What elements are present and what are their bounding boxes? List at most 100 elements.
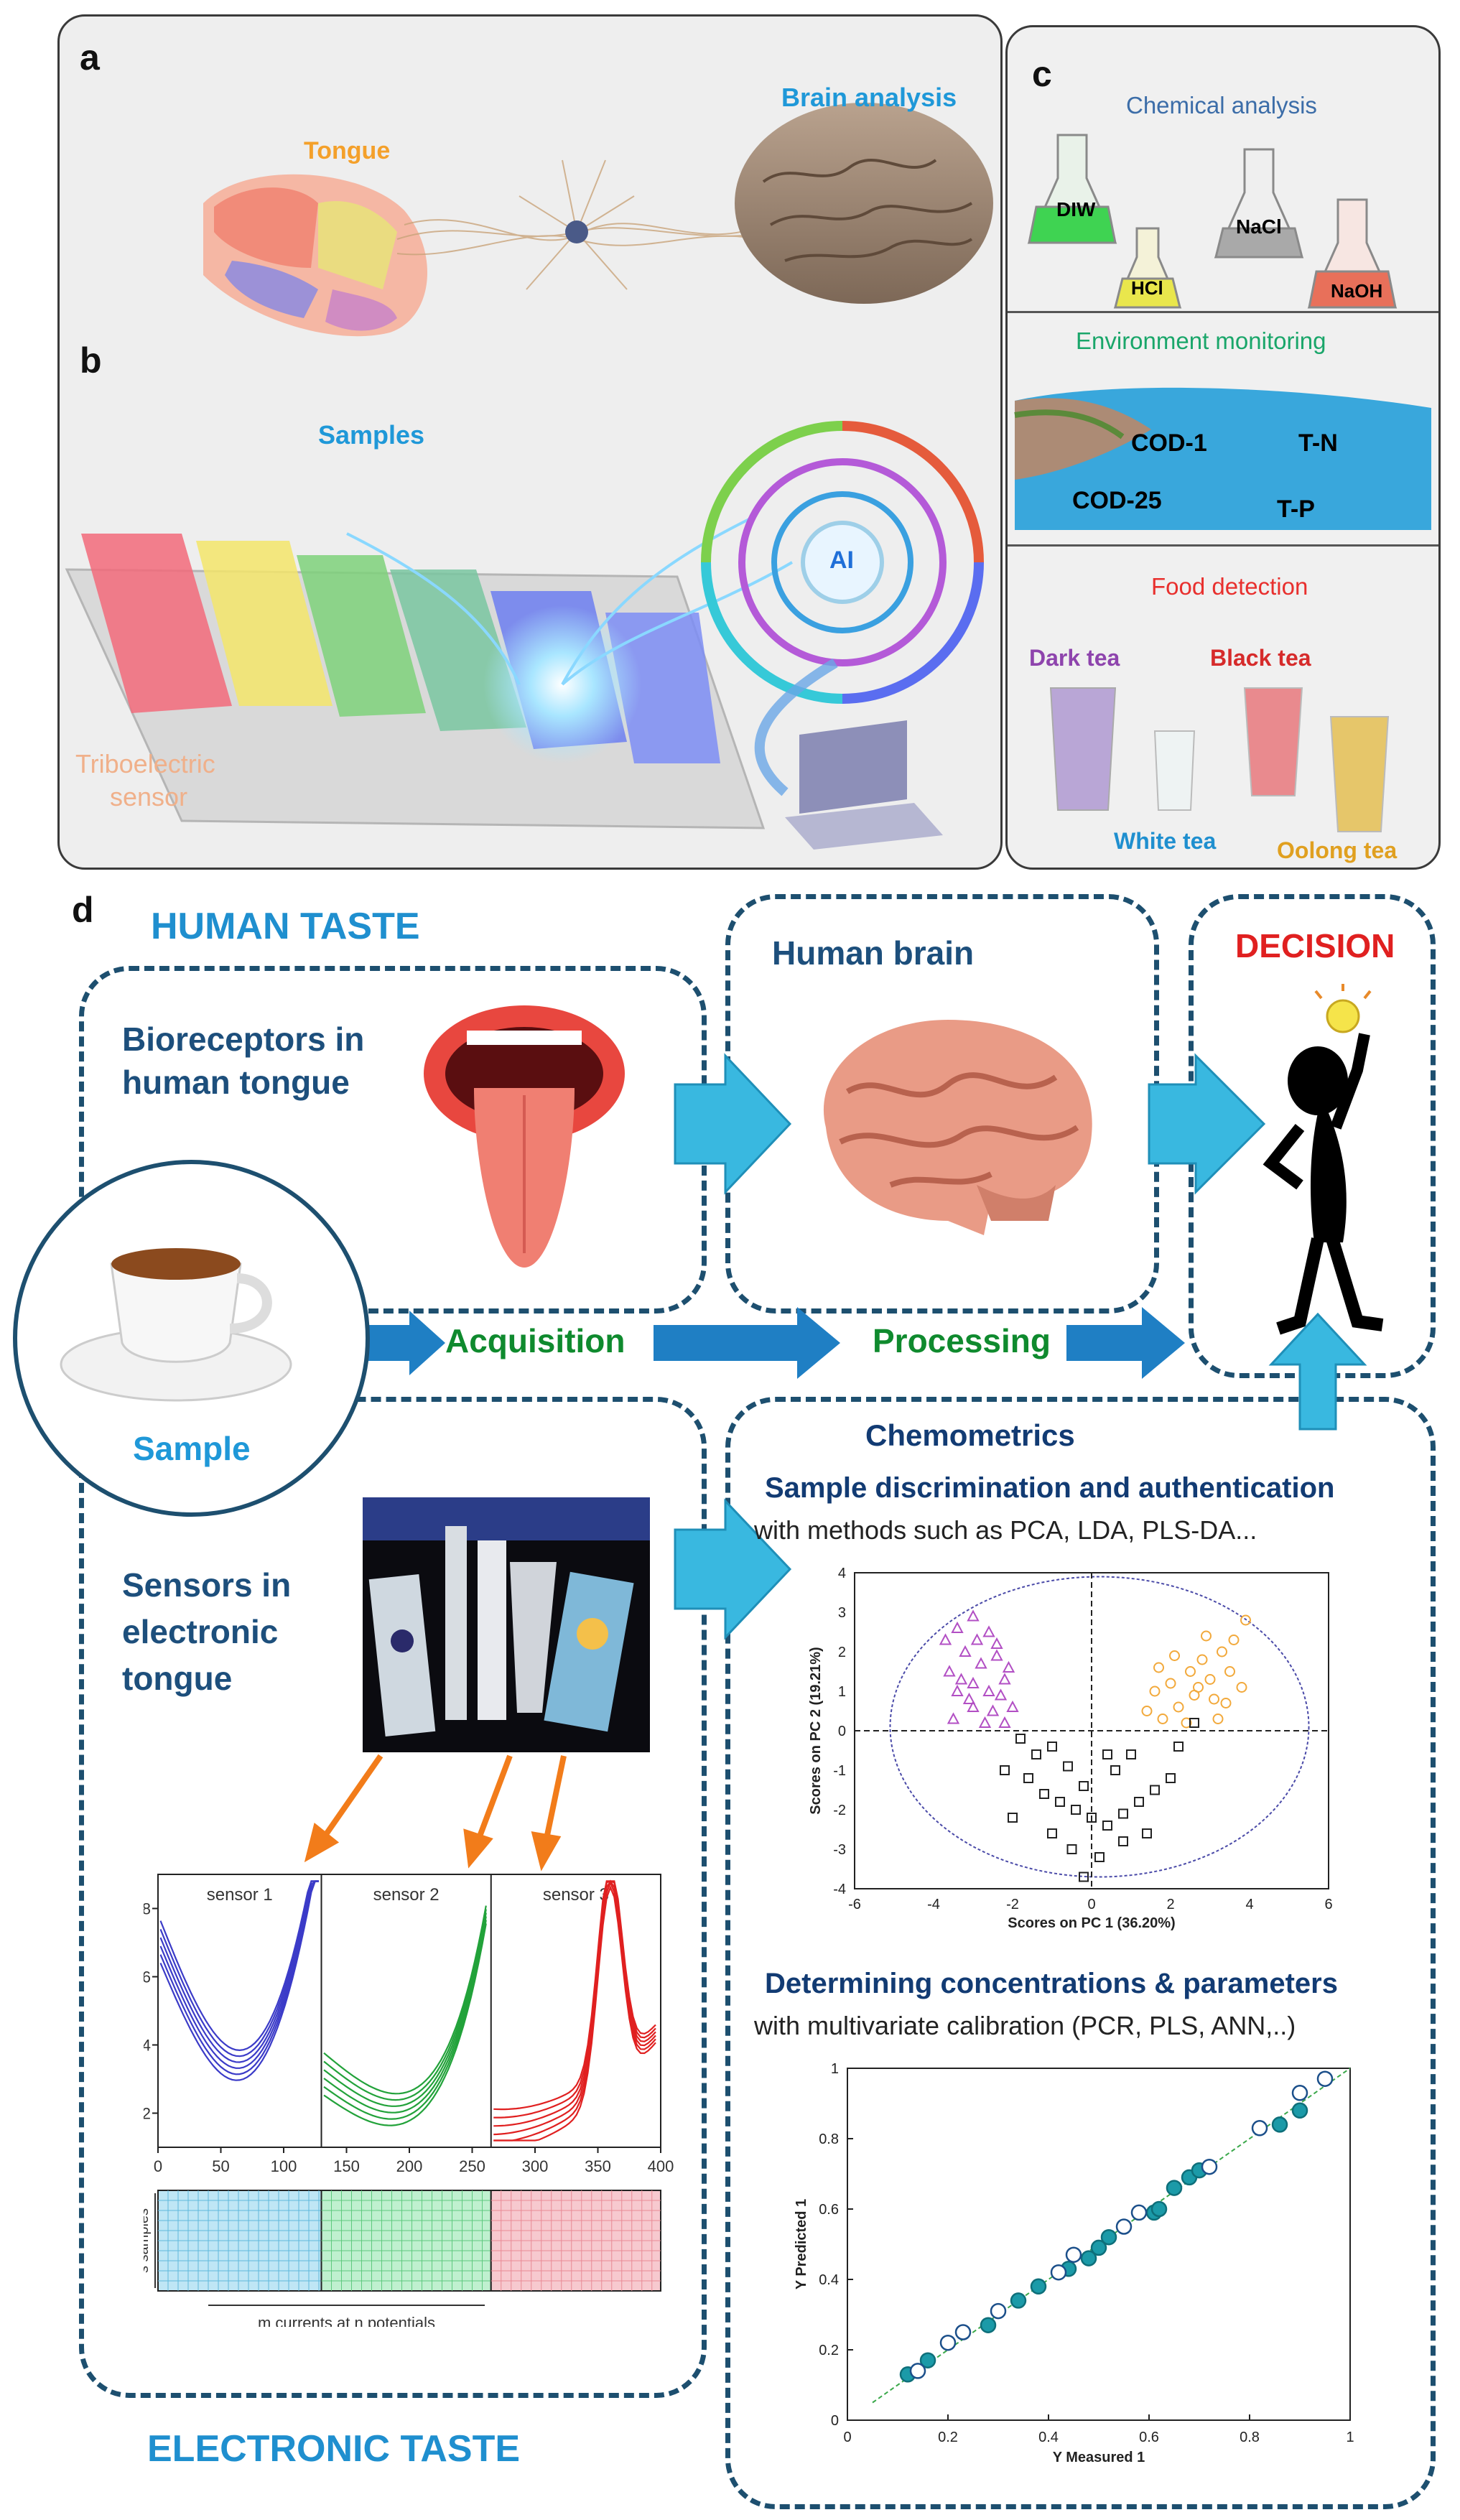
filled-calib-point (1010, 2292, 1027, 2309)
filled-calib-point (1030, 2278, 1047, 2295)
panel-b-letter: b (80, 340, 102, 381)
sensor-curve (323, 1923, 487, 2126)
calib-y-tick-label: 0.8 (819, 2131, 839, 2147)
triboelectric-sensor-illustration (65, 518, 794, 829)
filled-calib-point (1150, 2200, 1168, 2218)
concentration-subtitle: with multivariate calibration (PCR, PLS,… (754, 2011, 1296, 2040)
x-tick-label: 100 (271, 2157, 297, 2175)
lake-illustration (1014, 387, 1431, 530)
triangle-point (967, 1609, 980, 1622)
laptop-icon (785, 720, 943, 850)
panel-c: c Chemical analysis DIW HCl NaCl NaOH En… (1005, 25, 1441, 870)
sensor-curve (159, 1880, 319, 2063)
tea-glasses-illustration (1049, 687, 1390, 832)
calib-x-axis-label: Y Measured 1 (1053, 2450, 1145, 2465)
filled-calib-point (919, 2352, 936, 2368)
triangle-point (1006, 1700, 1019, 1712)
x-tick-label: 350 (585, 2157, 611, 2175)
sensor-curve (159, 1880, 319, 2058)
sensor-curve (159, 1880, 319, 2052)
matrix-x-label: m currents at n potentials (258, 2314, 435, 2327)
triangle-point (994, 1688, 1008, 1701)
triangle-point (978, 1716, 992, 1728)
square-point (1079, 1872, 1089, 1882)
circle-point (1236, 1682, 1247, 1693)
food-detection-title: Food detection (1151, 573, 1308, 600)
brain-analysis-label: Brain analysis (781, 83, 957, 112)
panel-a-letter: a (80, 37, 100, 78)
human-brain-illustration (823, 1020, 1092, 1235)
brain-illustration (735, 103, 993, 304)
flask-nacl-label: NaCl (1236, 215, 1282, 238)
sensors-label-line3: tongue (122, 1660, 233, 1697)
decision-label: DECISION (1235, 927, 1395, 964)
acquisition-label: Acquisition (445, 1322, 626, 1359)
environment-monitoring-title: Environment monitoring (1076, 327, 1326, 354)
pca-y-tick-label: 0 (838, 1724, 846, 1739)
square-point (1142, 1828, 1152, 1838)
pca-x-tick-label: -6 (848, 1897, 861, 1912)
triangle-point (959, 1645, 972, 1657)
sensor-title: sensor 2 (373, 1885, 440, 1905)
calib-y-tick-label: 0.4 (819, 2272, 839, 2288)
square-point (1189, 1718, 1199, 1728)
open-calib-point (1251, 2120, 1268, 2137)
open-calib-point (1201, 2158, 1218, 2175)
filled-calib-point (1291, 2102, 1308, 2119)
pca-x-tick-label: 4 (1245, 1897, 1253, 1912)
sensor-plot-frame (157, 1874, 661, 2148)
square-point (1102, 1821, 1112, 1831)
circle-point (1165, 1678, 1176, 1689)
tongue-label: Tongue (304, 137, 391, 164)
calib-x-tick-label: 1 (1346, 2430, 1354, 2445)
circle-point (1153, 1662, 1164, 1673)
sensor-curve (493, 1880, 656, 2111)
square-point (1094, 1852, 1105, 1862)
panel-c-letter: c (1032, 54, 1052, 94)
square-point (1087, 1813, 1097, 1823)
sensor-curve (493, 1880, 656, 2119)
square-point (1047, 1742, 1057, 1752)
circle-point (1185, 1666, 1196, 1677)
human-brain-label: Human brain (772, 934, 975, 972)
panel-ab: a Tongue Brain analysis b Samples AI Tri… (57, 14, 1003, 870)
triangle-point (982, 1684, 995, 1696)
flask-diw-label: DIW (1056, 198, 1096, 220)
chemometrics-title: Chemometrics (865, 1418, 1075, 1452)
square-point (1000, 1765, 1010, 1775)
sensor-title: sensor 1 (207, 1885, 273, 1905)
calib-y-tick-label: 1 (831, 2061, 839, 2077)
ai-rings-illustration (701, 421, 984, 704)
square-point (1047, 1828, 1057, 1838)
triangle-point (943, 1665, 956, 1677)
pca-x-tick-label: -4 (927, 1897, 940, 1912)
discrimination-title: Sample discrimination and authentication (765, 1472, 1335, 1504)
triangle-point (967, 1700, 980, 1712)
sensor-curve (323, 1909, 487, 2101)
open-calib-point (1130, 2204, 1148, 2221)
pca-y-tick-label: -4 (833, 1882, 846, 1897)
triangle-point (947, 1712, 960, 1724)
square-point (1066, 1844, 1077, 1854)
arrow-brain-to-decision (1148, 1053, 1266, 1195)
square-point (1055, 1797, 1065, 1807)
arrow-acquisition-to-processing (654, 1307, 840, 1379)
square-point (1134, 1797, 1144, 1807)
calib-y-tick-label: 0.6 (819, 2202, 839, 2218)
chemometrics-box (725, 1397, 1436, 2509)
arrow-chemometrics-to-decision (1268, 1312, 1367, 1431)
triangle-point (990, 1637, 1003, 1649)
pca-x-axis-label: Scores on PC 1 (36.20%) (1008, 1915, 1175, 1931)
sensor-title: sensor 3 (543, 1885, 609, 1905)
open-calib-point (1316, 2070, 1334, 2087)
human-tongue-illustration (424, 1005, 625, 1268)
thinking-person-icon (1263, 984, 1384, 1335)
open-calib-point (990, 2302, 1007, 2320)
electronic-tongue-photo (363, 1497, 650, 1752)
pca-y-tick-label: -2 (833, 1803, 846, 1818)
bioreceptors-label-line1: Bioreceptors in (122, 1020, 365, 1058)
pca-x-tick-label: 2 (1166, 1897, 1174, 1912)
triangle-point (986, 1704, 1000, 1716)
square-point (1110, 1765, 1120, 1775)
